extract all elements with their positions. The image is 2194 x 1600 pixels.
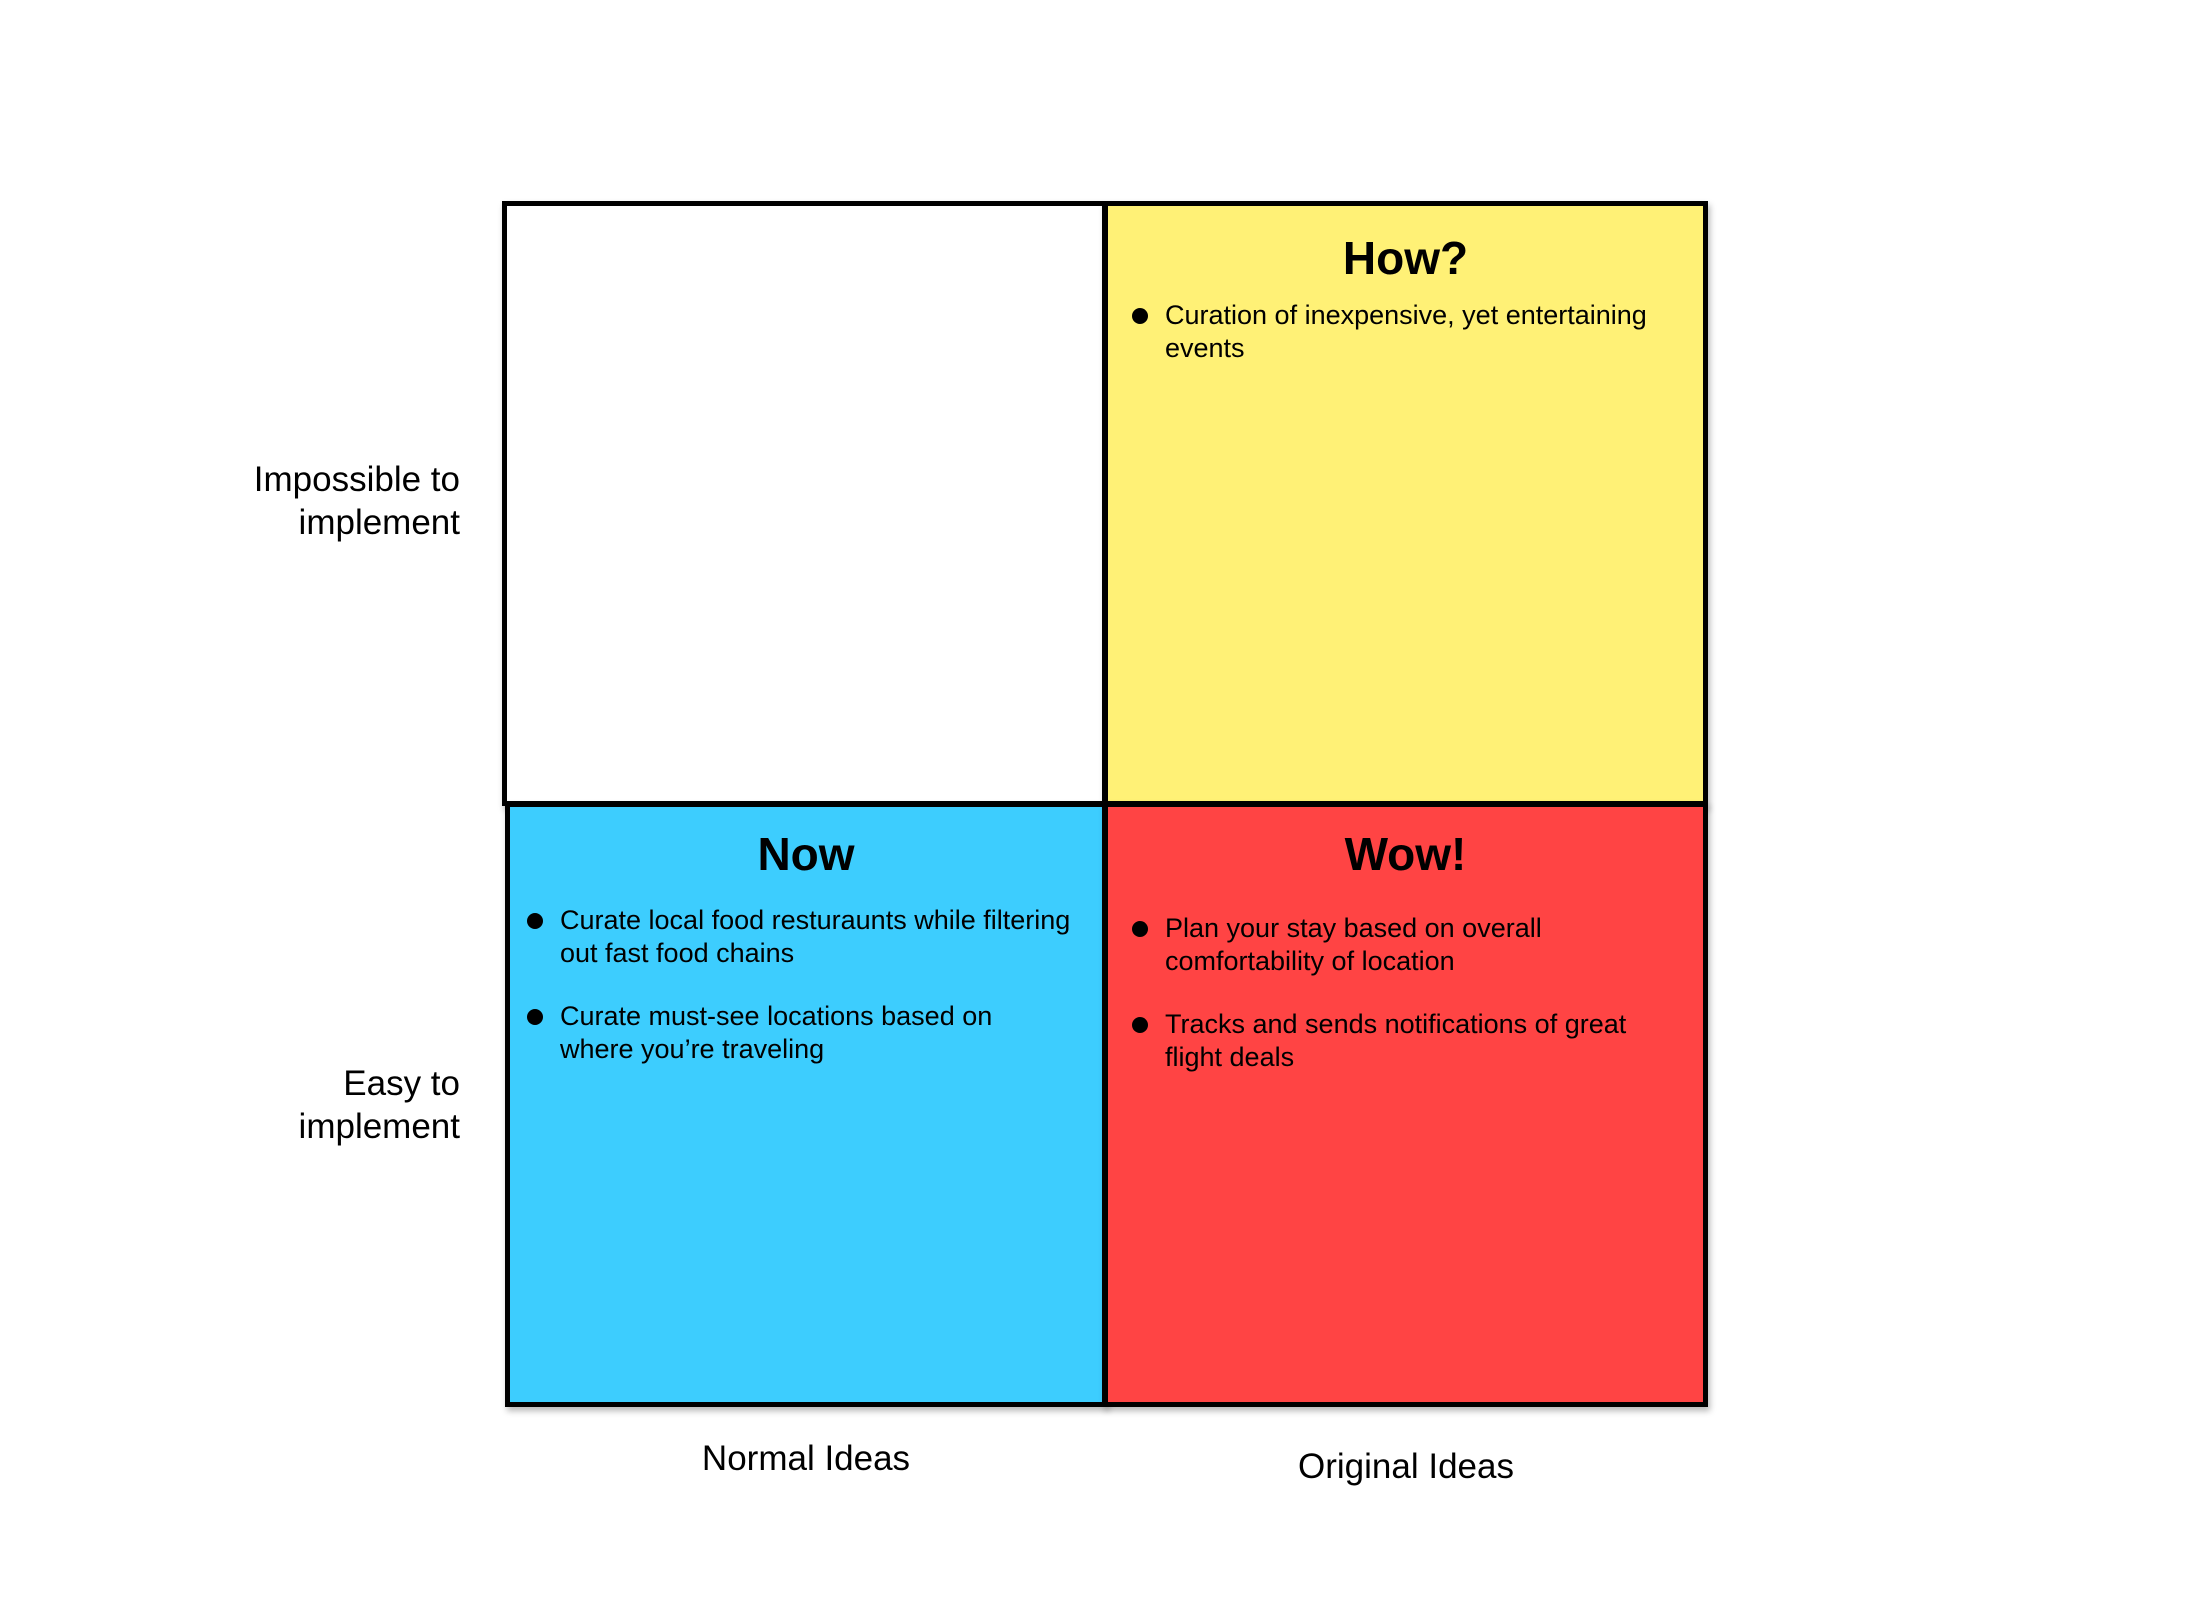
quadrant-wow: Wow! Plan your stay based on overall com… bbox=[1103, 802, 1708, 1407]
quadrant-title-wow: Wow! bbox=[1344, 828, 1467, 880]
quadrant-title-how: How? bbox=[1342, 232, 1469, 284]
y-axis-label-high-line2: implement bbox=[298, 503, 460, 542]
idea-item: Plan your stay based on overall comforta… bbox=[1130, 912, 1673, 978]
idea-item: Curate local food resturaunts while filt… bbox=[525, 904, 1072, 970]
idea-item: Curate must-see locations based on where… bbox=[525, 1000, 1072, 1066]
bullet-dot-icon bbox=[1132, 1017, 1148, 1033]
y-axis-label-high: Impossible to implement bbox=[160, 458, 460, 544]
quadrant-how: How? Curation of inexpensive, yet entert… bbox=[1103, 201, 1708, 806]
quadrant-now: Now Curate local food resturaunts while … bbox=[505, 802, 1107, 1407]
y-axis-label-low-line1: Easy to bbox=[343, 1064, 460, 1103]
idea-list-wow: Plan your stay based on overall comforta… bbox=[1130, 912, 1673, 1104]
x-axis-label-original: Original Ideas bbox=[1298, 1447, 1514, 1486]
idea-item: Tracks and sends notifications of great … bbox=[1130, 1008, 1673, 1074]
idea-text: Curate must-see locations based on where… bbox=[560, 1001, 993, 1064]
y-axis-label-low: Easy to implement bbox=[160, 1062, 460, 1148]
bullet-dot-icon bbox=[527, 913, 543, 929]
idea-text: Plan your stay based on overall comforta… bbox=[1165, 913, 1542, 976]
bullet-dot-icon bbox=[527, 1009, 543, 1025]
idea-list-now: Curate local food resturaunts while filt… bbox=[525, 904, 1072, 1096]
y-axis-label-high-line1: Impossible to bbox=[253, 460, 460, 499]
idea-text: Curation of inexpensive, yet entertainin… bbox=[1165, 300, 1647, 363]
quadrant-top-left bbox=[502, 201, 1107, 806]
y-axis-label-low-line2: implement bbox=[298, 1107, 460, 1146]
idea-item: Curation of inexpensive, yet entertainin… bbox=[1130, 299, 1673, 365]
bullet-dot-icon bbox=[1132, 308, 1148, 324]
idea-list-how: Curation of inexpensive, yet entertainin… bbox=[1130, 299, 1673, 395]
x-axis-label-normal: Normal Ideas bbox=[701, 1439, 911, 1478]
idea-text: Curate local food resturaunts while filt… bbox=[560, 905, 1071, 968]
quadrant-title-now: Now bbox=[757, 828, 855, 880]
idea-text: Tracks and sends notifications of great … bbox=[1165, 1009, 1627, 1072]
bullet-dot-icon bbox=[1132, 921, 1148, 937]
